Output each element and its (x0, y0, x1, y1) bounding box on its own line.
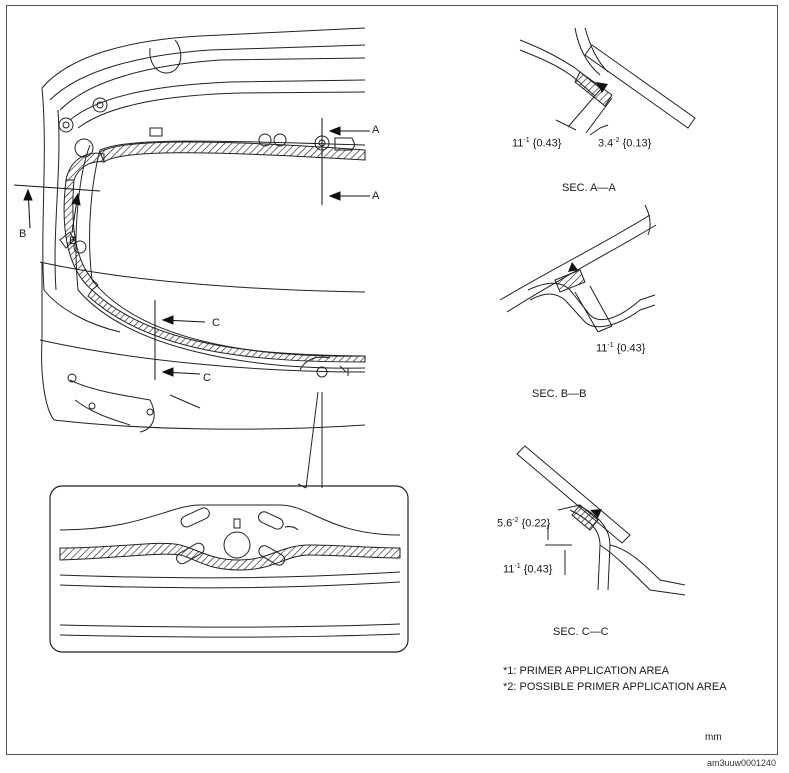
sec-c-dimension-1: 5.6-2 {0.22} (497, 517, 551, 530)
seal-bead-main (63, 141, 366, 363)
section-arrows (23, 126, 370, 377)
sec-a-drawing (519, 27, 696, 136)
sec-a-caption: SEC. A—A (562, 182, 616, 194)
sec-c-dimension-2: 11-1 {0.43} (503, 563, 553, 576)
section-marker-b-right: B (69, 235, 77, 247)
section-cut-lines (13, 118, 323, 380)
figure-code: am3uuw0001240 (707, 758, 777, 768)
figure-frame (6, 5, 778, 755)
sec-a-dimension-2: 3.4-2 {0.13} (598, 137, 652, 150)
unit-label: mm (705, 732, 722, 743)
sec-b-drawing (499, 204, 657, 333)
detail-box (49, 485, 409, 653)
sec-b-dimension-1: 11-1 {0.43} (596, 342, 646, 355)
section-marker-a-bottom: A (372, 190, 380, 202)
section-marker-c-top: C (212, 317, 220, 329)
tailgate-panel-outline (39, 27, 366, 433)
legend: *1: PRIMER APPLICATION AREA *2: POSSIBLE… (503, 663, 727, 695)
sec-c-caption: SEC. C—C (553, 626, 609, 638)
legend-item-primer: *1: PRIMER APPLICATION AREA (503, 665, 670, 677)
sec-c-drawing (516, 445, 686, 596)
sec-b-caption: SEC. B—B (532, 388, 587, 400)
section-marker-c-bottom: C (203, 372, 211, 384)
legend-item-possible-primer: *2: POSSIBLE PRIMER APPLICATION AREA (503, 681, 727, 693)
detail-leader (297, 391, 323, 489)
section-marker-a-top: A (372, 124, 380, 136)
detail-view (59, 504, 401, 638)
dimension-arrows (568, 82, 608, 518)
section-marker-b-left: B (19, 228, 27, 240)
sec-a-dimension-1: 11-1 {0.43} (512, 137, 562, 150)
